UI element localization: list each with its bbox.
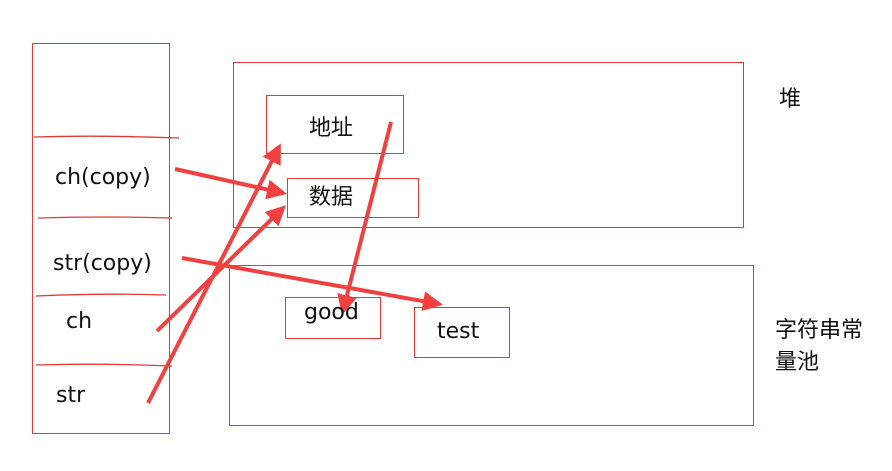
stack-divider (35, 293, 167, 297)
arrow-address-to-good (337, 121, 393, 315)
heap-label: 堆 (779, 87, 802, 112)
data-label: 数据 (309, 185, 354, 210)
test-label: test (437, 319, 480, 344)
heap-region (233, 62, 744, 228)
stack-divider (35, 363, 173, 367)
stack-divider (33, 135, 180, 139)
data-box (287, 178, 419, 218)
stack-cell-ch-copy: ch(copy) (55, 165, 151, 190)
good-box (285, 297, 381, 339)
string-pool-label-line2: 量池 (775, 349, 820, 375)
string-pool-label: 字符串常 量池 (775, 315, 863, 379)
address-label: 地址 (309, 116, 354, 141)
test-box (414, 307, 510, 358)
stack-frame (32, 43, 170, 434)
address-box (266, 95, 404, 154)
string-pool-label-line1: 字符串常 (775, 318, 864, 343)
stack-divider (37, 216, 173, 219)
good-label: good (304, 300, 359, 325)
stack-cell-str: str (56, 383, 86, 408)
arrow-str-to-address (146, 143, 281, 404)
stack-cell-ch: ch (66, 309, 93, 334)
stack-cell-str-copy: str(copy) (53, 251, 152, 276)
string-pool-region (229, 265, 754, 426)
arrow-ch-to-data (155, 205, 286, 333)
arrow-chcopy-to-data (174, 167, 287, 200)
